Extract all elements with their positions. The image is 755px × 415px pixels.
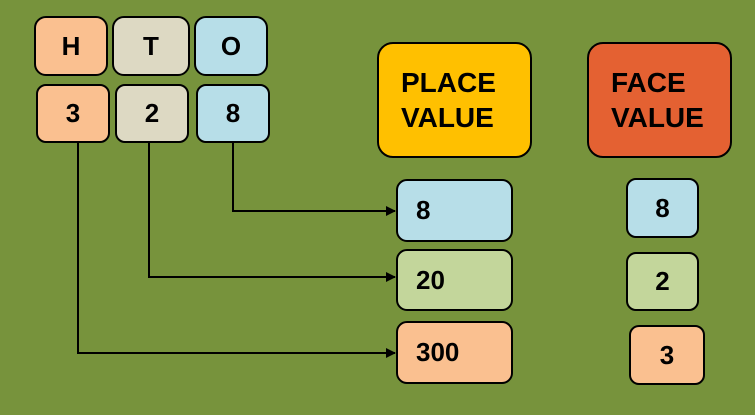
place-value-title: PLACE VALUE — [377, 42, 532, 158]
arrow-ones-to-place-value — [232, 143, 396, 216]
face-value-ones: 8 — [626, 178, 699, 238]
place-value-title-line2: VALUE — [401, 102, 494, 133]
place-value-hundreds: 300 — [396, 321, 513, 384]
face-value-title-line2: VALUE — [611, 102, 704, 133]
place-value-tens: 20 — [396, 249, 513, 311]
tens-header: T — [112, 16, 190, 76]
hundreds-digit: 3 — [36, 84, 110, 143]
hundreds-header: H — [34, 16, 108, 76]
tens-digit: 2 — [115, 84, 189, 143]
place-value-ones: 8 — [396, 179, 513, 242]
face-value-tens: 2 — [626, 252, 699, 311]
place-value-title-line1: PLACE — [401, 67, 496, 98]
face-value-title: FACE VALUE — [587, 42, 732, 158]
arrow-tens-to-place-value — [148, 143, 396, 282]
ones-digit: 8 — [196, 84, 270, 143]
face-value-title-line1: FACE — [611, 67, 686, 98]
face-value-hundreds: 3 — [629, 325, 705, 385]
arrow-hundreds-to-place-value — [77, 143, 396, 358]
ones-header: O — [194, 16, 268, 76]
